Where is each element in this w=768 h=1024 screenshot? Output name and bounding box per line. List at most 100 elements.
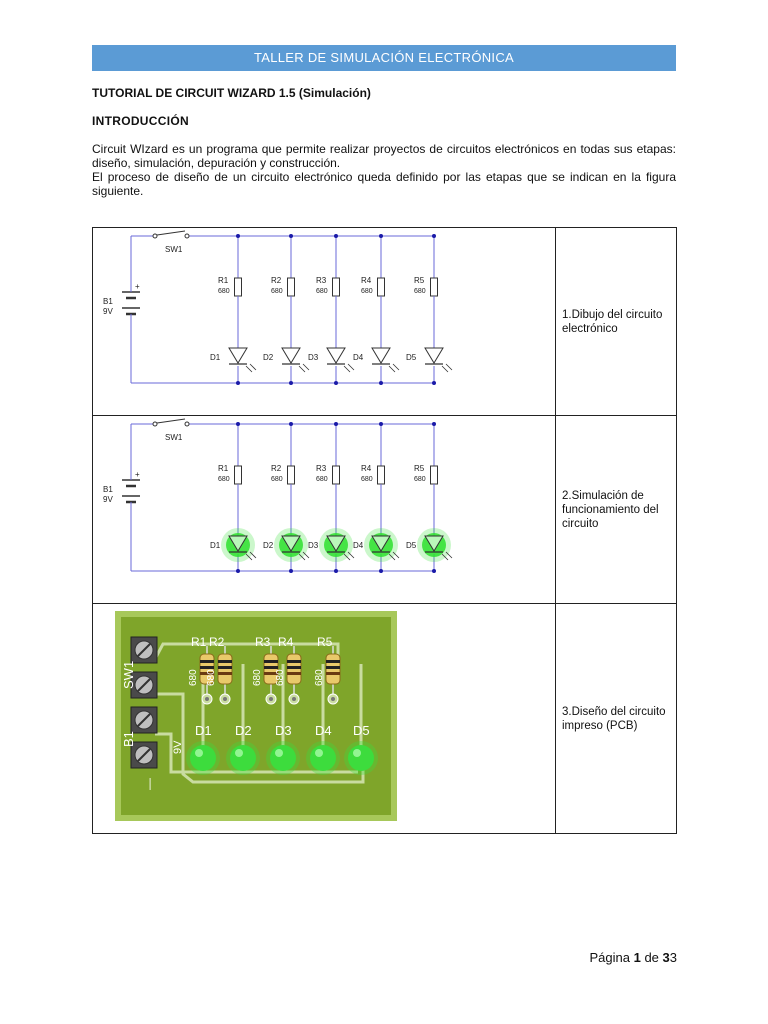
junction-dot (379, 422, 383, 426)
resistor-body (287, 465, 295, 485)
pcb-switch-label: SW1 (121, 661, 136, 689)
pcb-led-highlight (195, 749, 203, 757)
pcb-led (310, 745, 336, 771)
resistor-value: 680 (271, 288, 283, 295)
diode-light-arrow (392, 363, 400, 371)
pcb-led (230, 745, 256, 771)
intro-paragraph-1: Circuit WIzard es un programa que permit… (92, 142, 676, 170)
switch-contact (184, 421, 190, 427)
resistor-value: 680 (316, 288, 328, 295)
resistor-label: R5 (414, 464, 425, 473)
junction-dot (334, 234, 338, 238)
diode-label: D3 (308, 541, 319, 550)
junction-dot (334, 422, 338, 426)
junction-dot (432, 234, 436, 238)
pcb-diode-label: D4 (315, 723, 332, 738)
resistor-band (326, 660, 340, 663)
pcb-resistor-value: 680 (188, 669, 199, 686)
diode-label: D5 (406, 541, 417, 550)
diode-symbol (228, 347, 248, 364)
resistor-label: R3 (316, 464, 327, 473)
resistor-body (430, 277, 438, 297)
pcb-pad-hole (269, 697, 273, 701)
pcb-battery-value: 9V (172, 740, 184, 754)
pcb-led (270, 745, 296, 771)
battery-plus-label: + (135, 282, 140, 291)
pcb-led-highlight (315, 749, 323, 757)
pcb-trace (155, 692, 365, 784)
diode-symbol (281, 535, 301, 552)
pcb-resistor-value: 680 (206, 669, 217, 686)
pcb-resistor-label: R3 (255, 635, 271, 649)
junction-dot (432, 569, 436, 573)
diode-symbol (371, 535, 391, 552)
battery-plus-label: + (135, 470, 140, 479)
resistor-body (377, 465, 385, 485)
pcb-led-highlight (235, 749, 243, 757)
resistor-label: R2 (271, 464, 282, 473)
pcb-resistor-label: R4 (278, 635, 294, 649)
diode-symbol (424, 347, 444, 364)
resistor-label: R4 (361, 276, 372, 285)
diode-label: D4 (353, 353, 364, 362)
battery-label: B1 (103, 485, 113, 494)
pcb-resistor-value: 680 (275, 669, 286, 686)
resistor-body (332, 277, 340, 297)
pcb-pad-hole (205, 697, 209, 701)
schematic-diagram: SW1+B19VR1680D1R2680D2R3680D3R4680D4R568… (103, 230, 453, 385)
switch-label: SW1 (165, 245, 183, 254)
diode-symbol (281, 347, 301, 364)
resistor-body (430, 465, 438, 485)
resistor-body (234, 465, 242, 485)
pcb-pad-hole (223, 697, 227, 701)
battery-value-label: 9V (103, 495, 113, 504)
resistor-value: 680 (414, 476, 426, 483)
pcb-diode-label: D3 (275, 723, 292, 738)
pcb-trace (155, 732, 358, 774)
diode-label: D3 (308, 353, 319, 362)
diode-light-arrow (388, 365, 396, 373)
resistor-label: R3 (316, 276, 327, 285)
caption-3: 3.Diseño del circuito impreso (PCB) (555, 603, 677, 834)
junction-dot (289, 381, 293, 385)
resistor-label: R1 (218, 276, 229, 285)
resistor-label: R5 (414, 276, 425, 285)
footer-page-number: 1 (633, 950, 641, 965)
resistor-body (377, 277, 385, 297)
pcb-led-highlight (353, 749, 361, 757)
switch-contact (152, 233, 158, 239)
pcb-resistor-label: R2 (209, 635, 225, 649)
terminal-slot (137, 678, 151, 692)
junction-dot (379, 234, 383, 238)
caption-1: 1.Dibujo del circuito electrónico (555, 227, 677, 416)
intro-text: Circuit WIzard es un programa que permit… (92, 142, 676, 198)
resistor-value: 680 (361, 476, 373, 483)
junction-dot (379, 569, 383, 573)
resistor-band (326, 672, 340, 675)
diode-symbol (326, 535, 346, 552)
simulation-diagram: SW1+B19VR1680D1R2680D2R3680D3R4680D4R568… (103, 418, 453, 573)
diode-label: D2 (263, 353, 274, 362)
pcb-pad-hole (331, 697, 335, 701)
diode-symbol (371, 347, 391, 364)
resistor-body (287, 277, 295, 297)
diode-light-arrow (441, 365, 449, 373)
switch-contact (184, 233, 190, 239)
diode-label: D5 (406, 353, 417, 362)
diode-light-arrow (441, 553, 449, 561)
pcb-diode-label: D5 (353, 723, 370, 738)
terminal-slot (137, 643, 151, 657)
terminal-slot (137, 713, 151, 727)
diode-symbol (326, 347, 346, 364)
switch-label: SW1 (165, 433, 183, 442)
switch-contact (152, 421, 158, 427)
pcb-led (190, 745, 216, 771)
diode-light-arrow (347, 551, 355, 559)
diode-light-arrow (298, 365, 306, 373)
diode-light-arrow (343, 365, 351, 373)
resistor-band (218, 666, 232, 669)
